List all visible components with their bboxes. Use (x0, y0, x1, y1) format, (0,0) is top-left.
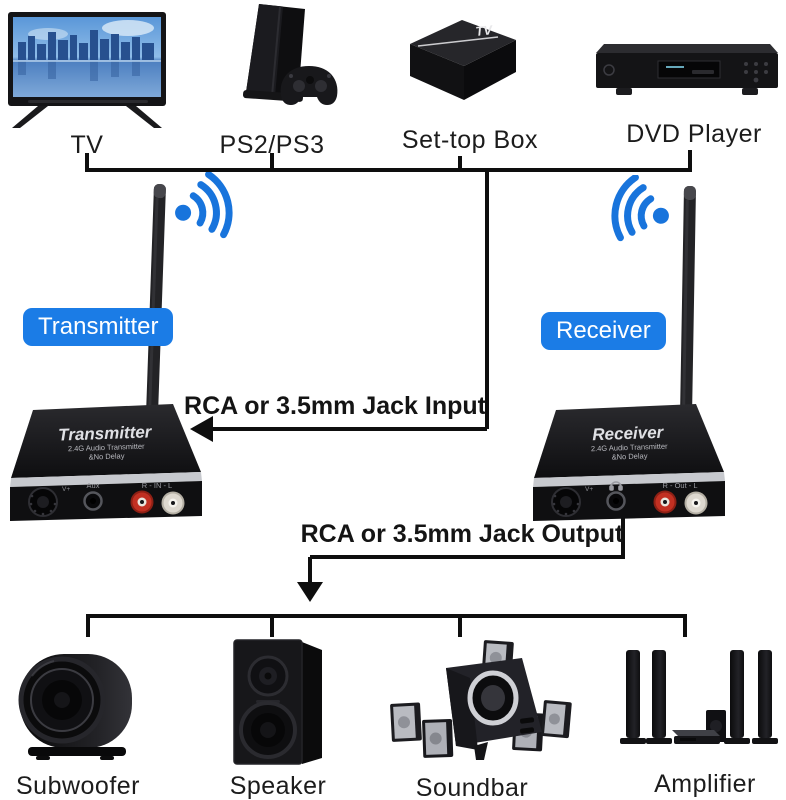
label-ps2-ps3: PS2/PS3 (219, 131, 325, 159)
receiver-device-subtitle: 2.4G Audio Transmitter (591, 442, 668, 454)
transmitter-device-subtitle: 2.4G Audio Transmitter (68, 442, 145, 454)
amplifier-image (620, 650, 778, 744)
receiver-antenna (679, 185, 696, 422)
label-dvd-player: DVD Player (626, 120, 762, 148)
label-subwoofer: Subwoofer (15, 772, 141, 800)
receiver-device-title: Receiver (592, 423, 665, 445)
output-arrowhead (297, 582, 323, 602)
receiver-device-subtitle2: &No Delay (611, 451, 647, 461)
receiver-badge: Receiver (541, 312, 666, 350)
transmitter-aux-label: Aux (87, 481, 100, 490)
input-connection-label: RCA or 3.5mm Jack Input (184, 392, 486, 420)
transmitter-device-title: Transmitter (58, 422, 153, 444)
label-amplifier: Amplifier (654, 770, 756, 798)
game-controller (280, 66, 338, 105)
soundbar-image (390, 640, 572, 760)
receiver-knob-label: V+ (585, 486, 593, 493)
wifi-signal-icon-left (175, 172, 233, 239)
settop-box-image: TV (410, 20, 516, 100)
label-settop-box: Set-top Box (401, 126, 539, 154)
receiver-rca-label: R - Out - L (662, 481, 697, 490)
transmitter-rca-label: R - IN - L (142, 481, 172, 490)
subwoofer-image (18, 654, 132, 760)
ps-console-image (242, 4, 338, 105)
transmitter-device-subtitle2: &No Delay (88, 451, 124, 461)
wifi-signal-icon-right (611, 175, 669, 242)
transmitter-badge: Transmitter (23, 308, 174, 346)
tower-speakers (620, 650, 778, 744)
transmitter-antenna (145, 184, 166, 420)
label-soundbar: Soundbar (415, 774, 529, 800)
output-connection-label: RCA or 3.5mm Jack Output (300, 520, 624, 548)
transmitter-knob-label: V+ (62, 486, 70, 493)
tv-image (8, 12, 166, 128)
headphone-icon (609, 481, 623, 491)
receiver-device-image: Receiver 2.4G Audio Transmitter &No Dela… (533, 404, 725, 521)
speaker-image (233, 639, 322, 765)
settop-logo: TV (475, 22, 494, 39)
label-tv: TV (70, 131, 104, 159)
dvd-player-image (596, 44, 778, 95)
label-speaker: Speaker (229, 772, 327, 800)
transmitter-device-image: Transmitter 2.4G Audio Transmitter &No D… (10, 404, 202, 521)
